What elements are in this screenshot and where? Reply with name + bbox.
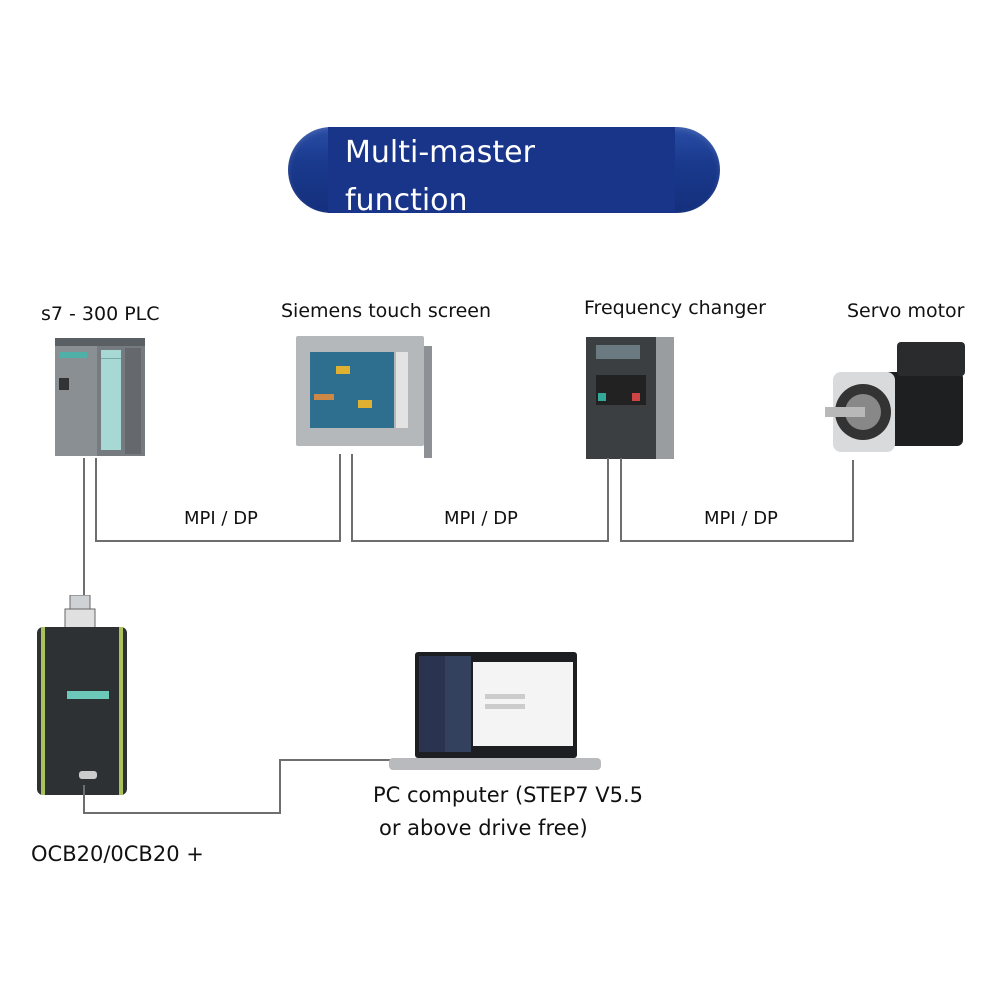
banner-title: Multi-master function <box>345 129 535 225</box>
bus3-line <box>620 540 854 542</box>
bus1-left-drop <box>95 458 97 542</box>
inverter-icon <box>586 337 674 459</box>
laptop-icon <box>389 652 601 770</box>
bus2-right-drop <box>607 458 609 542</box>
usb-cable-rise <box>279 760 281 814</box>
bus1-label: MPI / DP <box>180 508 262 529</box>
bus1-right-drop <box>339 454 341 542</box>
bus2-line <box>351 540 609 542</box>
bus3-label: MPI / DP <box>700 508 782 529</box>
pc-label-line1: PC computer (STEP7 V5.5 <box>373 783 644 807</box>
adapter-label: OCB20/0CB20 + <box>31 842 204 866</box>
usb-mpi-adapter-icon <box>37 595 127 795</box>
bus1-line <box>95 540 341 542</box>
banner-title-line1: Multi-master <box>345 135 535 170</box>
hmi-label: Siemens touch screen <box>281 300 492 322</box>
plc-module-icon <box>55 338 145 456</box>
bus3-left-drop <box>620 458 622 542</box>
pc-label-line2: or above drive free) <box>379 816 588 840</box>
plc-to-adapter-cable <box>83 458 85 604</box>
banner-title-line2: function <box>345 183 468 218</box>
plc-label: s7 - 300 PLC <box>41 303 160 325</box>
usb-cable-to-pc <box>279 759 391 761</box>
bus2-left-drop <box>351 454 353 542</box>
servo-motor-icon <box>825 342 965 452</box>
servo-label: Servo motor <box>847 300 965 322</box>
adapter-usb-cable-drop <box>83 785 85 814</box>
title-banner: Multi-master function <box>288 127 720 218</box>
bus2-label: MPI / DP <box>440 508 522 529</box>
usb-cable-line <box>83 812 281 814</box>
bus3-right-drop <box>852 460 854 542</box>
touch-panel-icon <box>296 336 432 458</box>
vfd-label: Frequency changer <box>584 297 766 319</box>
